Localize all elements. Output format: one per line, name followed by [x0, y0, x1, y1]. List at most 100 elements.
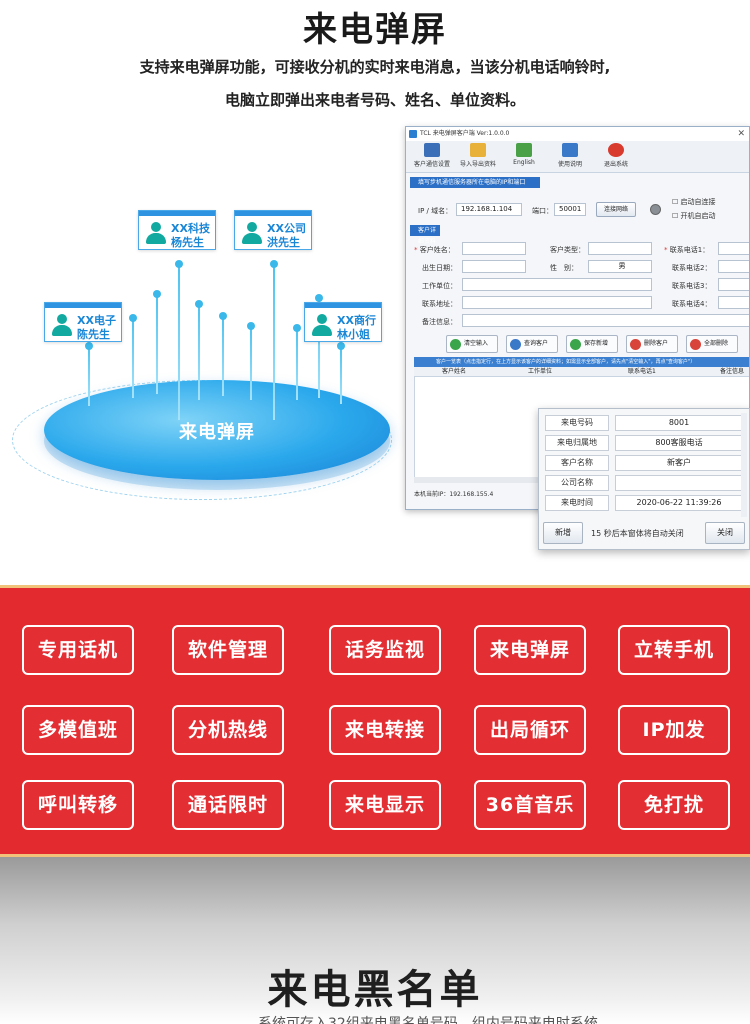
contact-card: XX电子 陈先生 [44, 302, 122, 342]
caller-number: 8001 [615, 415, 743, 431]
person-icon [145, 222, 167, 246]
pin [315, 294, 323, 398]
auto-close-countdown: 15 秒后本窗体将自动关闭 [591, 529, 684, 538]
person-icon [241, 222, 263, 246]
connection-status-indicator [650, 204, 661, 215]
toolbar-help-button[interactable]: 使用说明 [548, 141, 592, 171]
auto-connect-checkbox[interactable]: ☐ 启动自连接 [672, 198, 716, 206]
pin [219, 312, 227, 396]
status-bar: 本机当前IP：192.168.155.4 [414, 491, 494, 498]
phone2-label: 联系电话2： [672, 264, 712, 272]
customer-list-columns: 客户姓名 工作单位 联系电话1 备注信息 [414, 367, 749, 377]
customer-list-header: 客户一览表（点击指定行，在上方显示该客户的详细资料；如需显示全部客户，请先点"清… [414, 357, 749, 367]
ip-input[interactable]: 192.168.1.104 [456, 203, 522, 216]
column-header[interactable]: 客户姓名 [442, 368, 467, 375]
save-icon [570, 339, 581, 350]
disc-label: 来电弹屏 [179, 422, 255, 443]
work-input[interactable] [462, 278, 652, 291]
platform-disc [44, 380, 390, 480]
feature-tile: 话务监视 [329, 625, 441, 675]
call-popup-section: 来电弹屏 支持来电弹屏功能，可接收分机的实时来电消息，当该分机电话响铃时, 电脑… [0, 10, 750, 550]
popup-scrollbar[interactable] [741, 413, 747, 517]
section-description-line1: 支持来电弹屏功能，可接收分机的实时来电消息，当该分机电话响铃时, [139, 58, 611, 76]
search-customer-button[interactable]: 查询客户 [506, 335, 558, 353]
feature-tile: 免打扰 [618, 780, 730, 830]
feature-tile: 软件管理 [172, 625, 284, 675]
feature-tile: IP加发 [618, 705, 730, 755]
toolbar-settings-button[interactable]: 客户通信设置 [410, 141, 454, 171]
feature-tile: 专用话机 [22, 625, 134, 675]
gender-select[interactable]: 男 [588, 260, 652, 273]
pin [85, 342, 93, 406]
phone4-input[interactable] [718, 296, 749, 309]
pin [153, 290, 161, 394]
pin [293, 324, 301, 400]
feature-tile: 来电弹屏 [474, 625, 586, 675]
feature-tile: 分机热线 [172, 705, 284, 755]
manual-icon [562, 143, 578, 157]
type-input[interactable] [588, 242, 652, 255]
globe-icon [516, 143, 532, 157]
close-popup-button[interactable]: 关闭 [705, 522, 745, 544]
horizontal-scrollbar[interactable] [414, 477, 544, 483]
close-icon[interactable]: ✕ [737, 129, 745, 139]
popup-row: 公司名称 [545, 475, 745, 491]
popup-row: 来电号码 8001 [545, 415, 745, 431]
pin [247, 322, 255, 400]
section-description-line2: 电脑立即弹出来电者号码、姓名、单位资料。 [224, 91, 525, 109]
address-input[interactable] [462, 296, 652, 309]
feature-grid-section: 专用话机 软件管理 话务监视 来电弹屏 立转手机 多模值班 分机热线 来电转接 … [0, 585, 750, 857]
auto-start-checkbox[interactable]: ☐ 开机自启动 [672, 212, 716, 220]
section-title: 来电弹屏 [303, 10, 447, 50]
toolbar-exit-button[interactable]: 退出系统 [594, 141, 638, 171]
connect-button[interactable]: 连接网络 [596, 202, 636, 217]
pin [337, 342, 345, 404]
type-label: 客户类型： [550, 246, 585, 254]
pin [129, 314, 137, 398]
note-input[interactable] [462, 314, 749, 327]
pin [270, 260, 278, 420]
feature-tile: 36首音乐 [474, 780, 586, 830]
folder-icon [470, 143, 486, 157]
work-label: 工作单位： [422, 282, 457, 290]
popup-row: 来电时间 2020-06-22 11:39:26 [545, 495, 745, 511]
feature-tile: 通话限时 [172, 780, 284, 830]
toolbar-import-export-button[interactable]: 导入导出资料 [456, 141, 500, 171]
person-icon [51, 314, 73, 338]
phone2-input[interactable] [718, 260, 749, 273]
phone1-label: * 联系电话1： [664, 246, 710, 254]
company-name [615, 475, 743, 491]
section-description: 系统可存入32组来电黑名单号码，组内号码来电时系统 [258, 1016, 598, 1024]
birthday-input[interactable] [462, 260, 526, 273]
toolbar-english-button[interactable]: English [502, 141, 546, 171]
delete-customer-button[interactable]: 删除客户 [626, 335, 678, 353]
detail-section-header: 客户详细资料 [410, 225, 440, 245]
feature-tile: 来电转接 [329, 705, 441, 755]
phone1-input[interactable] [718, 242, 749, 255]
settings-icon [424, 143, 440, 157]
port-input[interactable]: 50001 [554, 203, 586, 216]
clear-input-button[interactable]: 清空输入 [446, 335, 498, 353]
address-label: 联系地址： [422, 300, 457, 308]
name-input[interactable] [462, 242, 526, 255]
search-icon [510, 339, 521, 350]
pin [195, 300, 203, 400]
phone3-input[interactable] [718, 278, 749, 291]
feature-tile: 呼叫转移 [22, 780, 134, 830]
add-customer-button[interactable]: 新增 [543, 522, 583, 544]
birthday-label: 出生日期： [422, 264, 457, 272]
caller-location: 800客服电话 [615, 435, 743, 451]
app-icon [409, 130, 417, 138]
save-customer-button[interactable]: 保存新增 [566, 335, 618, 353]
delete-all-button[interactable]: 全部删除 [686, 335, 738, 353]
column-header[interactable]: 联系电话1 [628, 368, 656, 375]
window-toolbar: 客户通信设置 导入导出资料 English 使用说明 退出系统 [406, 141, 749, 173]
call-popup-illustration: 来电弹屏 XX科技 杨先生 XX公司 洪先生 XX电子 陈先生 XX商行 林小姐 [0, 180, 400, 540]
note-label: 备注信息： [422, 318, 457, 326]
clear-icon [450, 339, 461, 350]
section-title: 来电黑名单 [267, 967, 483, 1013]
column-header[interactable]: 备注信息 [720, 368, 745, 375]
column-header[interactable]: 工作单位 [528, 368, 553, 375]
feature-tile: 出局循环 [474, 705, 586, 755]
blacklist-section: 来电黑名单 系统可存入32组来电黑名单号码，组内号码来电时系统 [0, 857, 750, 1024]
